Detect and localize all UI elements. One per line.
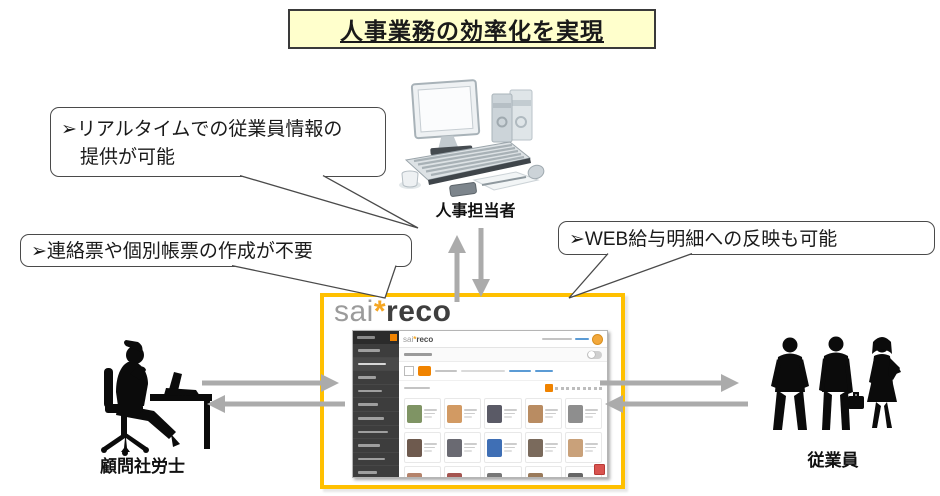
employee-card [444, 398, 482, 429]
sidebar-item [353, 466, 399, 477]
callout-realtime-tail [239, 174, 419, 229]
app-header: sai*reco [399, 331, 607, 348]
app-sidebar [353, 331, 399, 477]
sidebar-item [353, 398, 399, 412]
header-link-placeholder [575, 337, 589, 341]
callout-realtime: ➢リアルタイムでの従業員情報の 提供が可能 [50, 107, 386, 177]
phone-icon [449, 182, 477, 197]
businessman-briefcase-silhouette [819, 336, 864, 430]
sidebar-item [353, 453, 399, 467]
employee-photo [567, 472, 583, 477]
employee-photo [447, 438, 463, 457]
employee-card [524, 398, 562, 429]
employee-card [404, 398, 442, 429]
employee-photo [407, 438, 422, 457]
mouse-icon [527, 164, 545, 180]
employee-photo [487, 438, 503, 457]
advisor-label: 顧問社労士 [100, 457, 185, 476]
keyboard-icon [404, 141, 532, 185]
employee-photo [487, 404, 503, 423]
advisor-at-desk-icon [101, 340, 212, 456]
employee-photo [487, 472, 503, 477]
app-screenshot: sai*reco [352, 330, 608, 478]
employee-card [564, 398, 602, 429]
title-box: 人事業務の効率化を実現 [288, 9, 656, 49]
callout-no-forms: ➢連絡票や個別帳票の作成が不要 [20, 234, 412, 267]
app-search-row [399, 362, 607, 381]
hr-staff-label: 人事担当者 [435, 203, 516, 220]
filter-label-placeholder [404, 353, 432, 356]
sidebar-item [353, 385, 399, 399]
monitor-icon [410, 79, 481, 156]
employees-group-icon [771, 336, 901, 430]
callout-web-payslip: ➢WEB給与明細への反映も可能 [558, 221, 935, 255]
employee-card [484, 466, 522, 477]
sairecoro-product-box: sai*reco sai*r [320, 293, 625, 489]
sidebar-item [353, 371, 399, 385]
pagination-current [544, 384, 553, 392]
employee-card [524, 466, 562, 477]
employee-card [524, 432, 562, 463]
search-field-placeholder [461, 369, 505, 373]
employee-photo [567, 404, 583, 423]
logo-part-sai: sai [334, 295, 374, 328]
search-button [418, 366, 431, 376]
sidebar-item [353, 439, 399, 453]
employee-photo [527, 438, 543, 457]
header-text-placeholder [542, 337, 572, 341]
pen-icon [481, 176, 527, 186]
businesswoman-silhouette [867, 337, 901, 428]
link-placeholder [535, 369, 553, 373]
checkbox-icon [404, 366, 414, 376]
sidebar-item [353, 344, 399, 358]
sidebar-item-active [353, 357, 399, 372]
employee-photo [447, 472, 463, 477]
result-count-placeholder [404, 386, 430, 390]
sidebar-item [353, 412, 399, 426]
desk-laptop-silhouette [150, 372, 212, 449]
callout-web-payslip-tail [568, 252, 693, 299]
binders-icon [491, 89, 533, 143]
app-main-area: sai*reco [399, 331, 607, 477]
employee-card [444, 466, 482, 477]
sidebar-toggle-icon [390, 334, 397, 341]
employee-photo [527, 472, 543, 477]
search-text-placeholder [435, 369, 457, 373]
employee-card [404, 466, 442, 477]
link-placeholder [509, 369, 531, 373]
employee-photo [407, 472, 422, 477]
user-avatar [592, 333, 603, 345]
app-filter-bar [399, 348, 607, 362]
computer-desk-icon [399, 79, 545, 197]
employee-card [444, 432, 482, 463]
saireco-logo: sai*reco [334, 295, 451, 329]
sidebar-header [353, 331, 399, 344]
view-toggle-icon [587, 350, 602, 359]
logo-part-reco: reco [386, 295, 452, 328]
employee-card [404, 432, 442, 463]
employee-photo [567, 438, 583, 457]
app-header-logo: sai*reco [403, 334, 434, 344]
employee-grid [399, 395, 607, 477]
notification-icon [594, 464, 605, 475]
employee-card [484, 398, 522, 429]
page-title: 人事業務の効率化を実現 [340, 18, 604, 44]
employee-photo [527, 404, 543, 423]
coffee-cup-icon [399, 170, 421, 189]
employees-label: 従業員 [807, 451, 859, 470]
seated-person-silhouette [101, 340, 180, 456]
employee-card [484, 432, 522, 463]
employee-photo [447, 404, 463, 423]
app-pagination-row [399, 381, 607, 395]
sidebar-item [353, 426, 399, 440]
businessman-silhouette [771, 337, 809, 430]
logo-star-icon: * [373, 295, 387, 328]
employee-photo [407, 404, 422, 423]
employee-card [564, 432, 602, 463]
